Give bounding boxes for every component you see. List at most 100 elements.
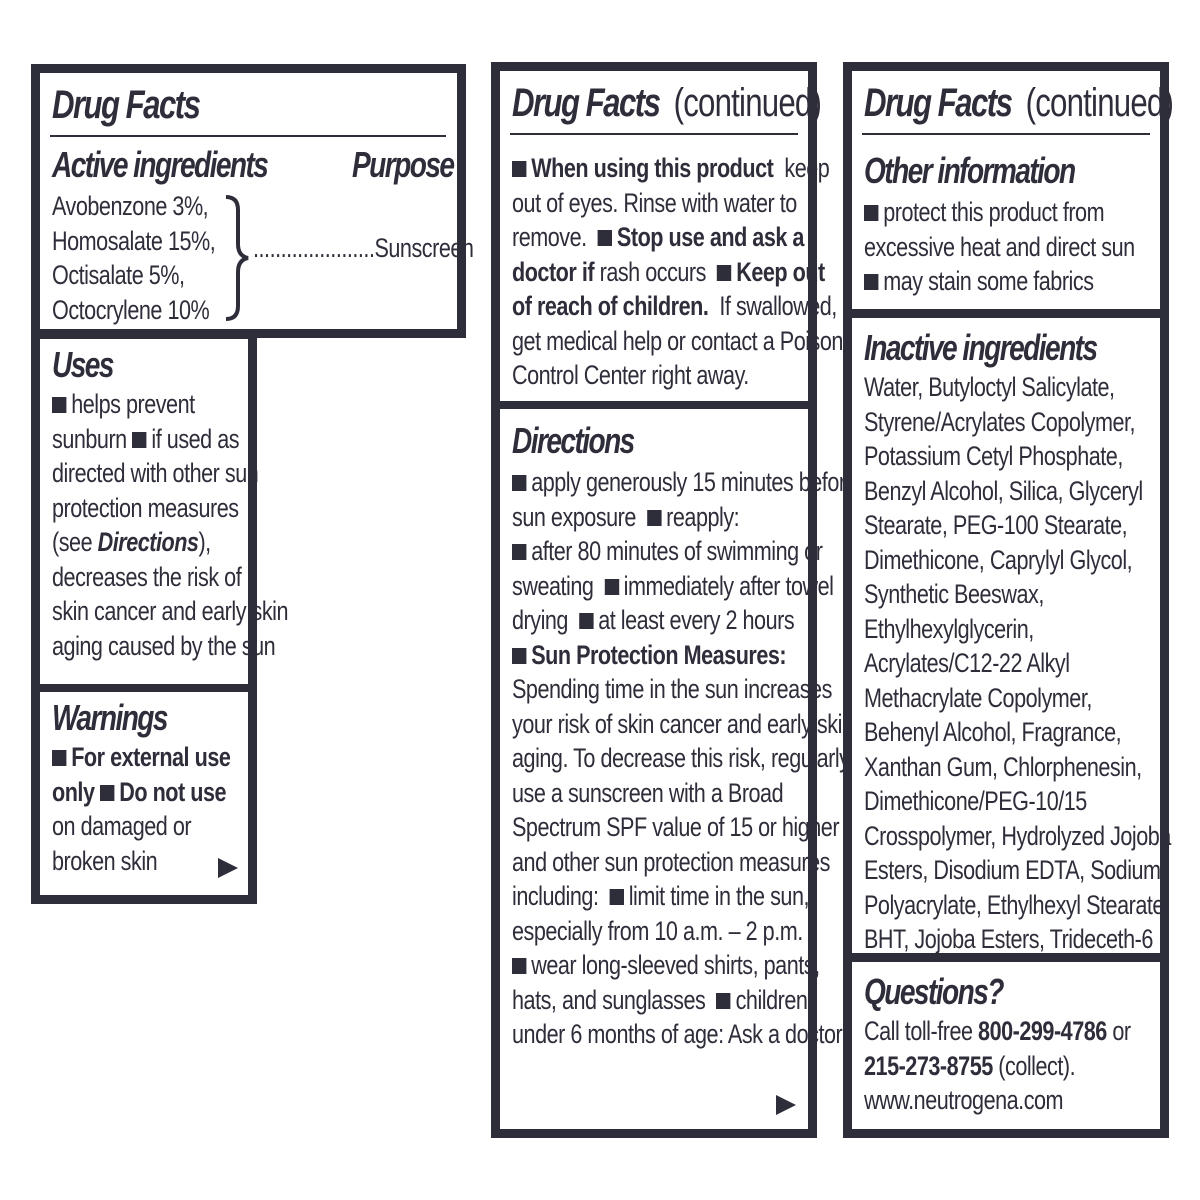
directions-line: Spending time in the sun increases: [512, 674, 832, 704]
directions-line: apply generously 15 minutes before: [531, 467, 858, 497]
continue-arrow-icon: [776, 1095, 796, 1115]
ingredient-1: Homosalate 15%,: [52, 225, 216, 256]
inactive-line: Dimethicone, Caprylyl Glycol,: [864, 544, 1133, 575]
active-ingredients-heading: Active ingredients: [52, 144, 269, 185]
directions-line: aging. To decrease this risk, regularly: [512, 743, 850, 773]
inactive-line: Behenyl Alcohol, Fragrance,: [864, 717, 1122, 747]
inactive-line: Stearate, PEG-100 Stearate,: [864, 510, 1128, 540]
directions-line: sweating: [512, 570, 594, 601]
when-using-line: doctor if: [512, 256, 595, 287]
ingredient-3: Octocrylene 10%: [52, 294, 210, 325]
warnings-line: only: [52, 776, 95, 807]
warnings-heading: Warnings: [52, 697, 169, 738]
directions-heading: Directions: [512, 420, 635, 461]
inactive-line: Methacrylate Copolymer,: [864, 682, 1092, 713]
collect-phone: 215-273-8755: [864, 1050, 993, 1081]
ingredient-0: Avobenzone 3%,: [52, 191, 209, 221]
website-url: www.neutrogena.com: [864, 1085, 1064, 1115]
when-using-line: keep: [784, 153, 830, 183]
directions-line: at least every 2 hours: [598, 605, 795, 635]
bullet-icon: [864, 274, 879, 290]
directions-line: Spectrum SPF value of 15 or higher: [512, 812, 840, 842]
directions-reference: Directions: [97, 527, 199, 557]
inactive-line: Synthetic Beeswax,: [864, 579, 1044, 609]
questions-heading: Questions?: [864, 971, 1004, 1012]
bullet-icon: [864, 205, 879, 221]
other-info-line: protect this product from: [883, 197, 1105, 227]
warnings-line: For external use: [71, 742, 231, 772]
other-information-heading: Other information: [864, 150, 1076, 191]
bullet-icon: [646, 509, 662, 526]
directions-box: Directions apply generously 15 minutes b…: [500, 409, 858, 1129]
other-info-line: excessive heat and direct sun: [864, 231, 1135, 262]
uses-line: sunburn: [52, 423, 127, 454]
purpose-leader: ......................: [253, 233, 375, 263]
inactive-line: Ethylhexylglycerin,: [864, 613, 1034, 644]
directions-line: reapply:: [666, 501, 740, 532]
purpose-value: Sunscreen: [374, 233, 474, 263]
directions-line: under 6 months of age: Ask a doctor: [512, 1019, 843, 1049]
other-info-line: may stain some fabrics: [883, 266, 1094, 296]
bullet-icon: [717, 264, 732, 281]
directions-line: drying: [512, 605, 568, 635]
purpose-heading: Purpose: [352, 144, 455, 185]
directions-line: wear long-sleeved shirts, pants,: [531, 950, 820, 980]
inactive-line: Xanthan Gum, Chlorphenesin,: [864, 751, 1142, 782]
bullet-icon: [512, 161, 527, 177]
inactive-line: BHT, Jojoba Esters, Trideceth-6: [864, 924, 1153, 954]
continue-arrow-icon: [218, 858, 238, 878]
when-using-line: rash occurs: [599, 256, 707, 287]
uses-line: (see: [52, 527, 98, 557]
toll-free-phone: 800-299-4786: [978, 1016, 1107, 1046]
uses-line: aging caused by the sun: [52, 630, 276, 661]
inactive-line: Water, Butyloctyl Salicylate,: [864, 372, 1115, 402]
uses-line: protection measures: [52, 492, 239, 523]
uses-box: Uses helps prevent sunburn if used as di…: [40, 339, 289, 684]
drug-facts-title: Drug Facts: [52, 83, 201, 127]
uses-line: if used as: [151, 423, 240, 454]
bullet-icon: [512, 544, 527, 560]
inactive-ingredients-box: Inactive ingredients Water, Butyloctyl S…: [852, 318, 1171, 954]
bullet-icon: [512, 475, 527, 491]
when-using-line: out of eyes. Rinse with water to: [512, 187, 797, 218]
bullet-icon: [52, 750, 67, 766]
when-using-line: If swallowed,: [719, 291, 837, 321]
when-using-line: of reach of children.: [512, 291, 709, 321]
brace-icon: [225, 195, 249, 321]
questions-line: (collect).: [992, 1050, 1076, 1081]
when-using-line: Stop use and ask a: [616, 222, 805, 252]
inactive-ingredients-heading: Inactive ingredients: [864, 327, 1098, 368]
directions-line: your risk of skin cancer and early skin: [512, 708, 854, 739]
title-text: Drug Facts: [864, 81, 1013, 125]
inactive-line: Potassium Cetyl Phosphate,: [864, 441, 1123, 471]
inactive-ingredients-list: Water, Butyloctyl Salicylate, Styrene/Ac…: [864, 370, 1171, 957]
bullet-icon: [512, 958, 527, 974]
ingredient-2: Octisalate 5%,: [52, 260, 185, 290]
panel1-top-box: Drug Facts Active ingredients Purpose Av…: [40, 73, 474, 329]
questions-line: or: [1106, 1016, 1131, 1046]
when-using-box: Drug Facts (continued) When using this p…: [500, 71, 843, 401]
directions-line: after 80 minutes of swimming or: [531, 536, 823, 566]
title-rule: [50, 135, 446, 137]
uses-heading: Uses: [52, 344, 114, 385]
when-using-line: remove.: [512, 222, 587, 252]
directions-line: including:: [512, 881, 599, 911]
title-rule: [862, 133, 1150, 135]
inactive-line: Benzyl Alcohol, Silica, Glyceryl: [864, 475, 1143, 506]
ingredients-list: Avobenzone 3%, Homosalate 15%, Octisalat…: [52, 189, 216, 327]
inactive-line: Styrene/Acrylates Copolymer,: [864, 406, 1136, 437]
inactive-line: Dimethicone/PEG-10/15: [864, 786, 1087, 816]
uses-line: decreases the risk of: [52, 561, 242, 592]
warnings-line: on damaged or: [52, 811, 192, 841]
directions-line: sun exposure: [512, 501, 636, 532]
title-text: Drug Facts: [512, 81, 661, 125]
directions-line: hats, and sunglasses: [512, 984, 706, 1015]
inactive-line: Polyacrylate, Ethylhexyl Stearate,: [864, 889, 1170, 920]
when-using-line: When using this product: [531, 153, 774, 183]
directions-line: and other sun protection measures: [512, 846, 830, 877]
drug-facts-title: Drug Facts (continued): [512, 81, 822, 125]
inactive-line: Acrylates/C12-22 Alkyl: [864, 648, 1070, 678]
bullet-icon: [132, 431, 147, 448]
other-info-box: Drug Facts (continued) Other information…: [852, 71, 1174, 309]
bullet-icon: [512, 647, 527, 664]
